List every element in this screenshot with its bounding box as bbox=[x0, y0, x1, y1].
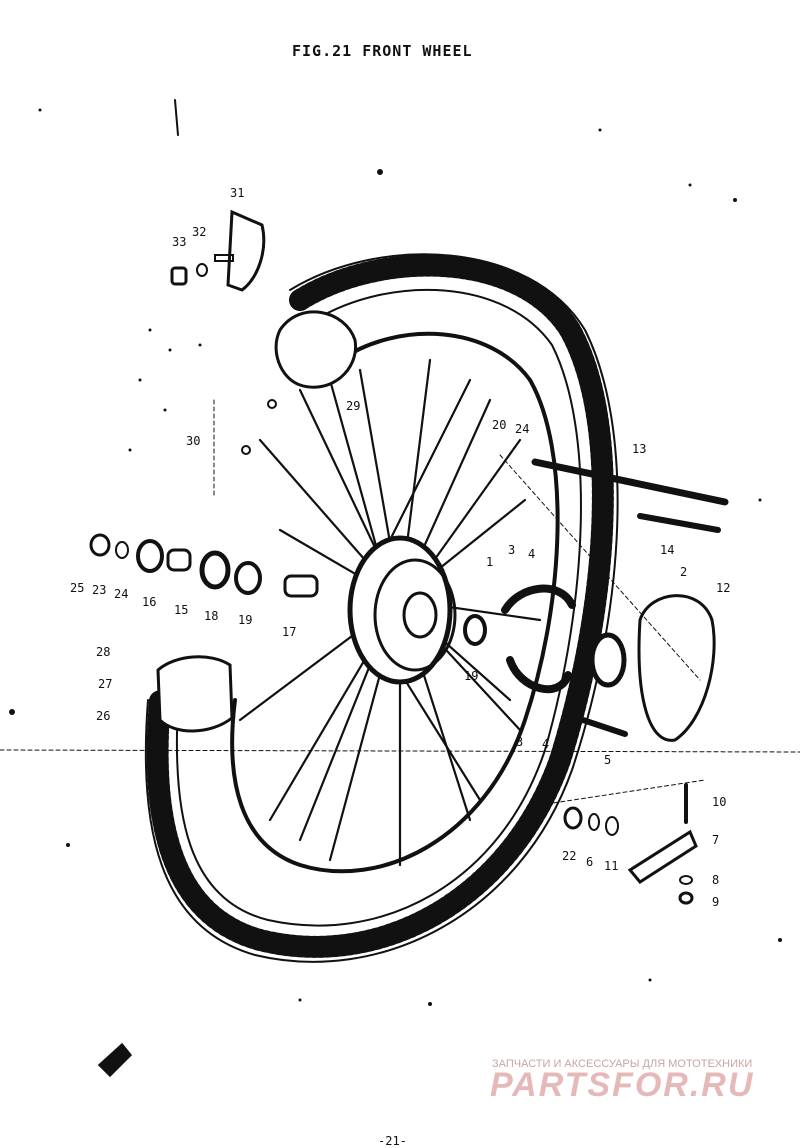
callout-16: 16 bbox=[142, 595, 157, 609]
tire bbox=[146, 254, 614, 958]
nut-33 bbox=[170, 266, 188, 286]
callout-19: 19 bbox=[238, 613, 253, 627]
callout-29: 29 bbox=[346, 399, 361, 413]
spacer-15 bbox=[166, 548, 192, 572]
callout-13: 13 bbox=[632, 442, 647, 456]
rim bbox=[230, 331, 560, 874]
inner-tube-top bbox=[274, 310, 358, 389]
brake-shoe-upper bbox=[501, 584, 576, 614]
tire-outline-inner bbox=[175, 288, 582, 927]
callout-21: 21 bbox=[592, 595, 607, 609]
axle-2 bbox=[637, 513, 721, 533]
callout-25: 25 bbox=[70, 581, 85, 595]
brake-panel bbox=[637, 594, 716, 742]
callout-7: 7 bbox=[712, 833, 720, 847]
callout-32: 32 bbox=[192, 225, 207, 239]
figure-title: FIG.21 FRONT WHEEL bbox=[292, 42, 473, 60]
callout-6: 6 bbox=[586, 855, 594, 869]
callout-24: 24 bbox=[515, 422, 530, 436]
callout-4-lower: 4 bbox=[542, 737, 550, 751]
washer-22 bbox=[563, 806, 583, 830]
scan-noise bbox=[9, 108, 782, 1006]
callout-14: 14 bbox=[660, 543, 675, 557]
callout-33: 33 bbox=[172, 235, 187, 249]
callout-9: 9 bbox=[712, 895, 720, 909]
nipple-30 bbox=[241, 445, 251, 455]
hub-bore bbox=[402, 591, 438, 639]
callout-22: 22 bbox=[562, 849, 577, 863]
nipple-28 bbox=[267, 399, 277, 409]
callout-12: 12 bbox=[716, 581, 731, 595]
watermark-tagline: ЗАПЧАСТИ И АКСЕССУАРЫ ДЛЯ МОТОТЕХНИКИ bbox=[492, 1058, 753, 1070]
spacer-17 bbox=[283, 574, 319, 598]
bearing-19 bbox=[463, 614, 487, 646]
page-number: -21- bbox=[378, 1134, 407, 1148]
nut-32 bbox=[196, 263, 208, 277]
cam-lever-7 bbox=[627, 829, 698, 884]
callout-17: 17 bbox=[282, 625, 297, 639]
tire-outline-outer bbox=[144, 253, 619, 963]
bearing-18 bbox=[199, 550, 231, 590]
callout-10: 10 bbox=[712, 795, 727, 809]
seal-16 bbox=[136, 539, 164, 573]
camshaft-5 bbox=[580, 717, 628, 737]
hub-drum bbox=[347, 535, 453, 685]
callout-20: 20 bbox=[492, 418, 507, 432]
axle bbox=[531, 458, 729, 506]
callout-1: 1 bbox=[486, 555, 494, 569]
front-arrow-icon bbox=[97, 1042, 133, 1078]
callout-15: 15 bbox=[174, 603, 189, 617]
callout-8: 8 bbox=[712, 873, 720, 887]
callout-4: 4 bbox=[528, 547, 536, 561]
oil-seal bbox=[589, 632, 627, 688]
callout-5: 5 bbox=[604, 753, 612, 767]
callout-3: 3 bbox=[508, 543, 516, 557]
callout-28: 28 bbox=[96, 645, 111, 659]
watermark-logo: PARTSFOR.RU bbox=[490, 1066, 755, 1104]
callout-24-left: 24 bbox=[114, 587, 129, 601]
nut-9 bbox=[678, 891, 694, 905]
callout-19-right: 19 bbox=[464, 669, 479, 683]
washer-8 bbox=[679, 875, 693, 885]
bearing-19-left bbox=[234, 561, 262, 595]
callout-23: 23 bbox=[92, 583, 107, 597]
callout-11: 11 bbox=[604, 859, 619, 873]
callout-31: 31 bbox=[230, 186, 245, 200]
nut-23 bbox=[89, 533, 111, 557]
reflector-bolt bbox=[214, 254, 234, 262]
washer-24 bbox=[115, 541, 129, 559]
callout-2: 2 bbox=[680, 565, 688, 579]
callout-26: 26 bbox=[96, 709, 111, 723]
washer-11 bbox=[605, 816, 619, 836]
reflector-31 bbox=[226, 209, 266, 292]
callout-30: 30 bbox=[186, 434, 201, 448]
callout-27: 27 bbox=[98, 677, 113, 691]
callout-3-lower: 3 bbox=[516, 735, 524, 749]
brake-shoe-lower bbox=[506, 656, 572, 694]
callout-18: 18 bbox=[204, 609, 219, 623]
hub-flange bbox=[373, 558, 457, 672]
washer-6 bbox=[588, 813, 600, 831]
inner-tube-bottom bbox=[156, 655, 234, 733]
